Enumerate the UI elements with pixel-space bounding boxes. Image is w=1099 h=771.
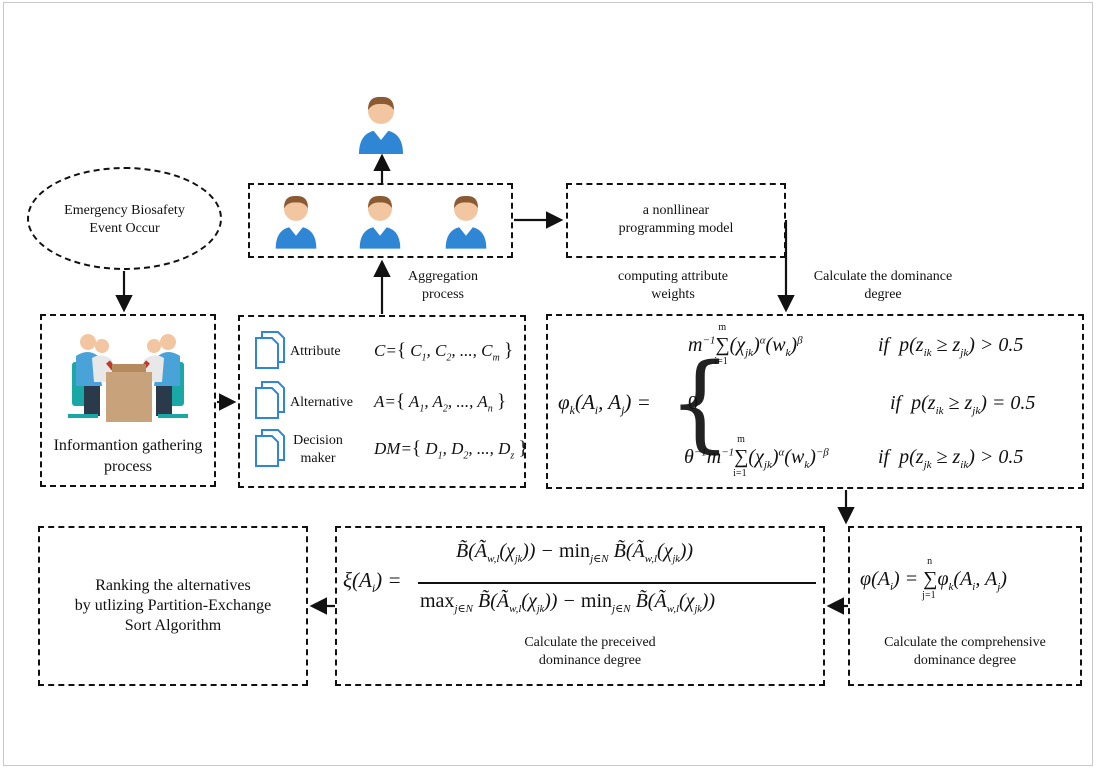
document-icon xyxy=(252,380,288,425)
person-icon xyxy=(272,190,320,255)
alternative-formula: A={ A1, A2, ..., An } xyxy=(374,391,507,415)
case2-condition: if p(zik ≥ zjk) = 0.5 xyxy=(890,392,1036,417)
dominance-brace: { xyxy=(668,341,732,464)
event-label: Emergency Biosafety Event Occur xyxy=(64,203,185,236)
nonlinear-model-box xyxy=(566,183,786,258)
case1-condition: if p(zik ≥ zjk) > 0.5 xyxy=(878,334,1024,359)
perceived-label: Calculate the preceived dominance degree xyxy=(524,635,656,668)
aggregation-label: Aggregation process xyxy=(408,269,478,302)
nonlinear-model-label: a nonllinear programming model xyxy=(618,203,734,236)
document-icon xyxy=(252,330,288,375)
perceived-lhs: ξ(Ai) = xyxy=(343,568,402,596)
meeting-icon xyxy=(62,326,194,431)
attribute-weights-label: computing attribute weights xyxy=(617,269,729,302)
person-icon xyxy=(356,190,404,255)
decision-maker-formula: DM={ D1, D2, ..., Dz } xyxy=(374,438,528,462)
decision-maker-label: Decision maker xyxy=(293,433,343,466)
event-ellipse xyxy=(27,167,222,270)
dominance-lhs: φk(Ai, Aj) = xyxy=(558,390,651,418)
perceived-denominator: maxj∈N B̃(Ãw,l(χjk)) − minj∈N B̃(Ãw,l(χj… xyxy=(420,590,716,615)
figure-frame xyxy=(3,2,1093,766)
dominance-degree-label: Calculate the dominance degree xyxy=(813,269,953,302)
perceived-numerator: B̃(Ãw,l(χjk)) − minj∈N B̃(Ãw,l(χjk)) xyxy=(456,540,694,565)
perceived-dominance-box xyxy=(335,526,825,686)
case3-condition: if p(zjk ≥ zik) > 0.5 xyxy=(878,446,1024,471)
attribute-formula: C={ C1, C2, ..., Cm } xyxy=(374,340,514,364)
comprehensive-label: Calculate the comprehensive dominance de… xyxy=(884,635,1046,668)
case2-value: 0 xyxy=(688,392,698,414)
info-gathering-label: Informantion gathering process xyxy=(53,437,203,475)
person-icon xyxy=(442,190,490,255)
document-icon xyxy=(252,428,288,473)
attribute-label: Attribute xyxy=(290,344,341,359)
sets-box xyxy=(238,315,526,488)
fraction-bar xyxy=(418,582,816,584)
alternative-label: Alternative xyxy=(290,395,353,410)
ranking-box xyxy=(38,526,308,686)
person-icon xyxy=(355,92,407,159)
ranking-label: Ranking the alternatives by utlizing Par… xyxy=(74,577,272,634)
comprehensive-dominance-box xyxy=(848,526,1082,686)
dominance-formula-box xyxy=(546,314,1084,489)
